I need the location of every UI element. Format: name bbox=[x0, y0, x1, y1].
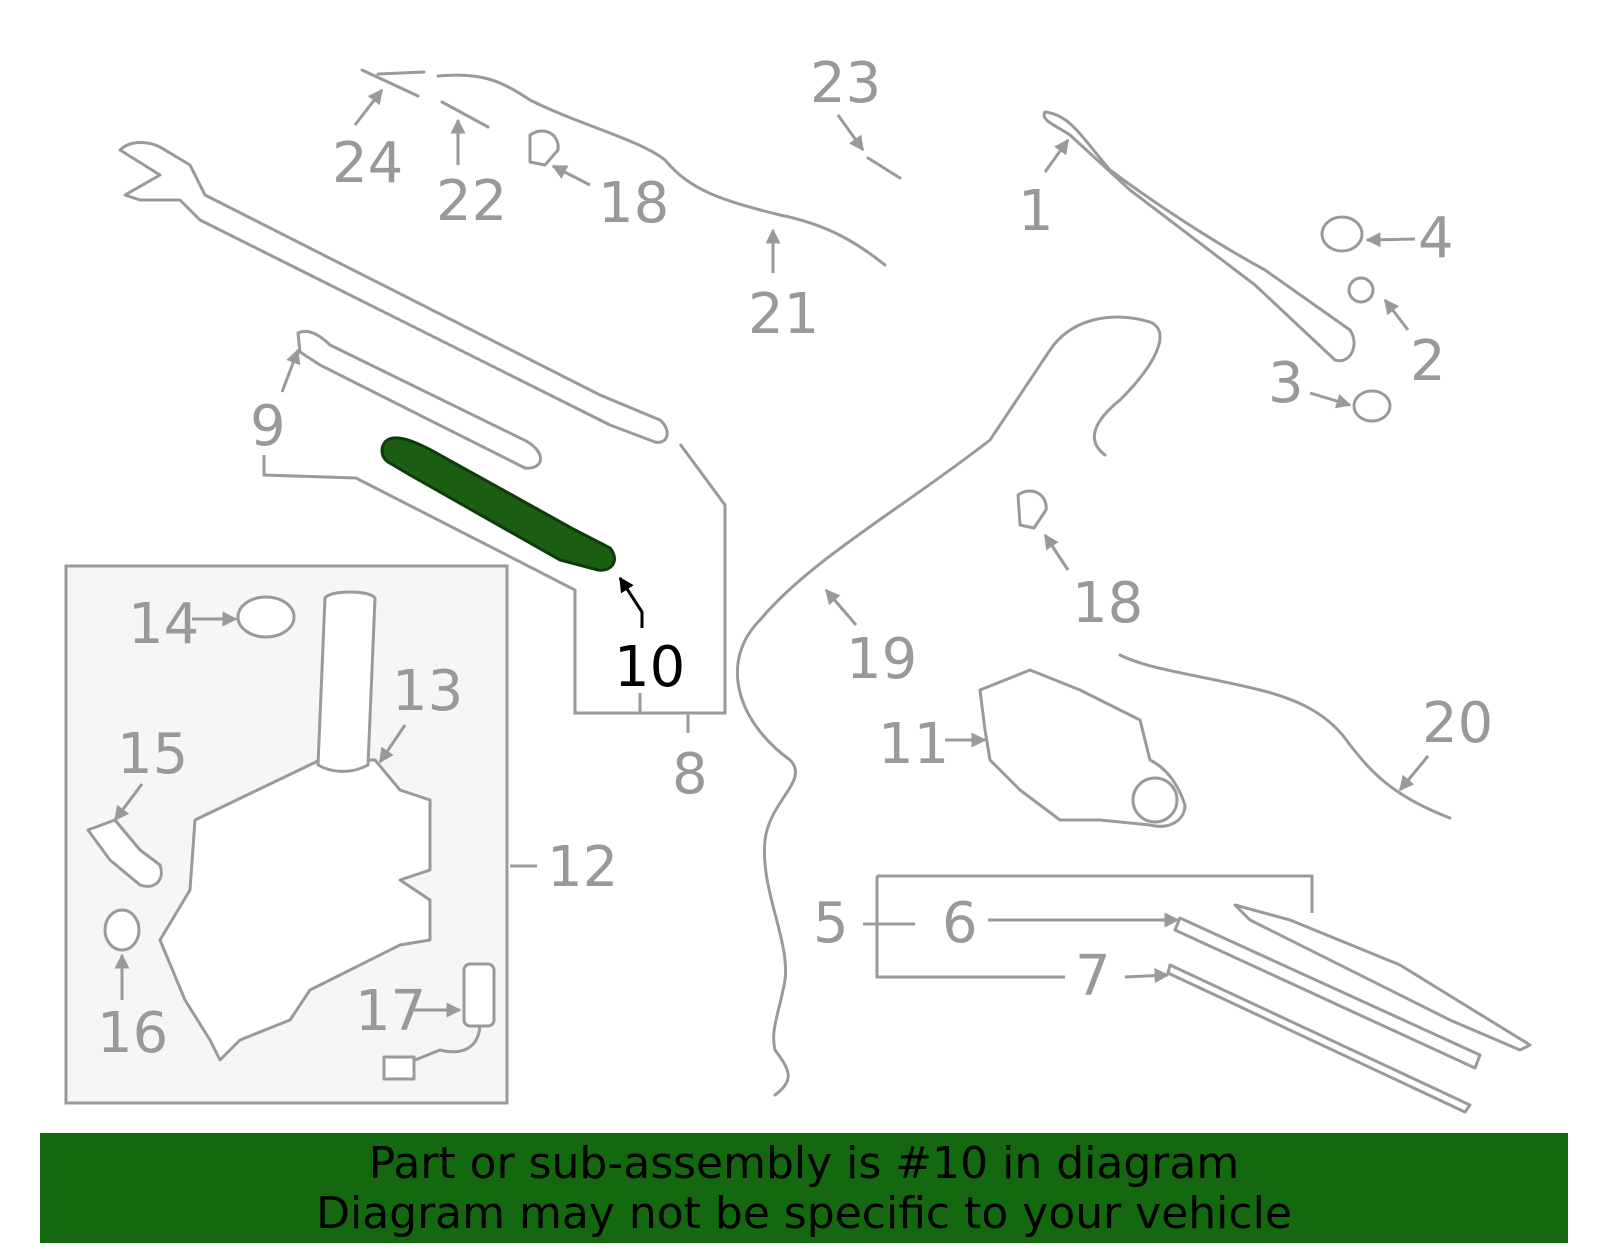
leader-15 bbox=[113, 783, 144, 822]
banner-line-2: Diagram may not be specific to your vehi… bbox=[316, 1188, 1292, 1239]
bracket-8-tick bbox=[638, 693, 690, 733]
leader-24 bbox=[353, 88, 384, 126]
nozzle-18a bbox=[528, 129, 560, 167]
leader-23 bbox=[836, 114, 865, 152]
blade-6 bbox=[1173, 916, 1482, 1070]
hose-21 bbox=[436, 73, 887, 267]
callout-1: 1 bbox=[1018, 179, 1054, 244]
rod-10-highlight bbox=[380, 436, 616, 572]
joint-22 bbox=[440, 100, 490, 129]
callout-15: 15 bbox=[117, 722, 188, 787]
leader-3 bbox=[1309, 391, 1352, 409]
motor-11 bbox=[978, 668, 1187, 828]
leader-19 bbox=[824, 588, 858, 626]
bracket-8 bbox=[262, 443, 727, 715]
leader-2 bbox=[1383, 298, 1410, 331]
rod-9 bbox=[296, 329, 542, 470]
pump-17 bbox=[462, 962, 496, 1028]
callout-22: 22 bbox=[436, 169, 507, 234]
pump-connector bbox=[382, 1055, 416, 1081]
callout-21: 21 bbox=[748, 282, 819, 347]
callout-2: 2 bbox=[1410, 329, 1446, 394]
callout-3: 3 bbox=[1268, 351, 1304, 416]
callout-24: 24 bbox=[332, 131, 403, 196]
callout-4: 4 bbox=[1418, 206, 1454, 271]
callout-19: 19 bbox=[846, 627, 917, 692]
callout-14: 14 bbox=[128, 592, 199, 657]
connector-24 bbox=[360, 68, 426, 98]
callout-23: 23 bbox=[810, 51, 881, 116]
callout-11: 11 bbox=[878, 712, 949, 777]
banner-line-1: Part or sub-assembly is #10 in diagram bbox=[368, 1138, 1240, 1189]
washer-3 bbox=[1352, 389, 1392, 423]
bracket-5 bbox=[863, 874, 1314, 979]
callout-18b: 18 bbox=[1072, 571, 1143, 636]
callout-6: 6 bbox=[942, 891, 978, 956]
nozzle-18b bbox=[1016, 489, 1048, 530]
nut-2 bbox=[1347, 276, 1375, 304]
leader-4 bbox=[1365, 232, 1416, 248]
callout-5: 5 bbox=[813, 891, 849, 956]
valve-23 bbox=[866, 156, 902, 180]
leader-1 bbox=[1043, 138, 1070, 173]
wiper-arm-1 bbox=[1042, 110, 1356, 363]
callout-8: 8 bbox=[672, 742, 708, 807]
motor-shaft bbox=[1131, 776, 1179, 824]
grommet-16 bbox=[103, 908, 141, 952]
blade-6b bbox=[1233, 903, 1532, 1052]
leader-20 bbox=[1398, 755, 1430, 792]
callout-17: 17 bbox=[355, 979, 426, 1044]
callout-16: 16 bbox=[97, 1001, 168, 1066]
grommet-15 bbox=[86, 818, 163, 888]
callout-9: 9 bbox=[250, 394, 286, 459]
info-banner: Part or sub-assembly is #10 in diagram D… bbox=[40, 1133, 1568, 1243]
leader-9 bbox=[280, 348, 301, 393]
tank-13 bbox=[158, 758, 432, 1062]
leader-10 bbox=[618, 576, 644, 628]
hose-19 bbox=[736, 315, 1162, 1097]
leader-18b bbox=[1043, 533, 1070, 571]
linkage-frame bbox=[118, 141, 669, 444]
callout-13: 13 bbox=[392, 659, 463, 724]
refill-7 bbox=[1166, 963, 1472, 1114]
callout-18a: 18 bbox=[598, 171, 669, 236]
cap-4 bbox=[1320, 215, 1364, 253]
leader-7 bbox=[1124, 968, 1170, 984]
leader-13 bbox=[378, 724, 407, 764]
callout-12: 12 bbox=[547, 835, 618, 900]
callout-10: 10 bbox=[614, 635, 685, 700]
filler-neck-13 bbox=[316, 590, 377, 773]
pump-wire bbox=[408, 1024, 482, 1064]
leader-18a bbox=[551, 164, 591, 187]
callout-7: 7 bbox=[1075, 944, 1111, 1009]
callout-20: 20 bbox=[1422, 691, 1493, 756]
filler-cap-14 bbox=[236, 595, 296, 639]
hose-20 bbox=[1118, 653, 1452, 820]
